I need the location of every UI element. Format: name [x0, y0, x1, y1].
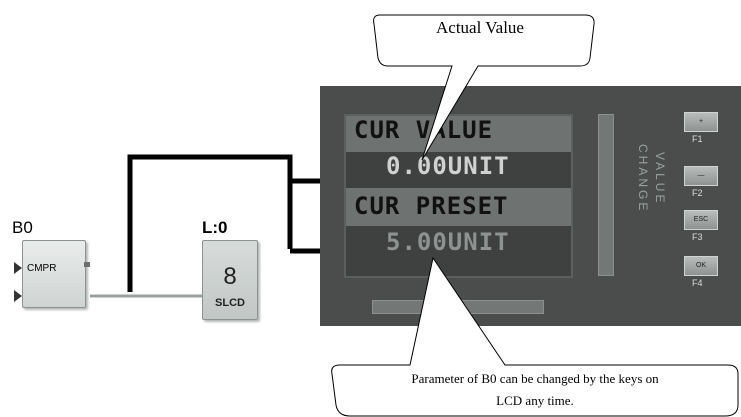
cmpr-block[interactable]: CMPR — [22, 240, 86, 308]
lcd-screen: CUR VALUE 0.00UNIT CUR PRESET 5.00UNIT — [344, 114, 573, 278]
key-f1-label: F1 — [692, 134, 703, 144]
block-b0-name: B0 — [12, 218, 33, 237]
callout-parameter-line-2: LCD any time. — [496, 393, 574, 408]
lcd-line-4: 5.00UNIT — [386, 228, 510, 256]
lcd-panel: CUR VALUE 0.00UNIT CUR PRESET 5.00UNIT C… — [320, 86, 741, 326]
key-f1-button[interactable]: + — [684, 112, 718, 132]
key-f2-label: F2 — [692, 188, 703, 198]
side-label-change: CHANGE — [636, 144, 650, 214]
callout-parameter-line-1: Parameter of B0 can be changed by the ke… — [411, 371, 659, 386]
callout-parameter-text: Parameter of B0 can be changed by the ke… — [340, 368, 730, 412]
lcd-line-1: CUR VALUE — [354, 116, 494, 144]
slcd-block-number: 8 — [223, 263, 237, 290]
block-l0-name: L:0 — [202, 218, 228, 237]
key-f4-button[interactable]: OK — [684, 256, 718, 276]
slcd-block-label: SLCD — [215, 297, 245, 309]
input-arrow-icon — [14, 290, 22, 302]
key-f2-button[interactable]: — — [684, 166, 718, 186]
lcd-highlight-band — [346, 188, 571, 226]
side-label-value: VALUE — [653, 152, 667, 206]
key-f4-label: F4 — [692, 278, 703, 288]
key-f3-button[interactable]: ESC — [684, 210, 718, 230]
lcd-line-2: 0.00UNIT — [386, 152, 510, 180]
routing-line — [127, 154, 293, 292]
cmpr-output-pin — [84, 262, 90, 267]
input-arrow-icon — [14, 262, 22, 274]
cmpr-block-label: CMPR — [27, 263, 57, 274]
vertical-scrollbar[interactable] — [598, 114, 614, 276]
callout-actual-value-text: Actual Value — [436, 18, 524, 37]
key-f3-label: F3 — [692, 232, 703, 242]
lcd-line-3: CUR PRESET — [354, 192, 509, 220]
horizontal-scrollbar[interactable] — [372, 300, 544, 314]
slcd-block[interactable]: 8 SLCD — [202, 240, 258, 320]
